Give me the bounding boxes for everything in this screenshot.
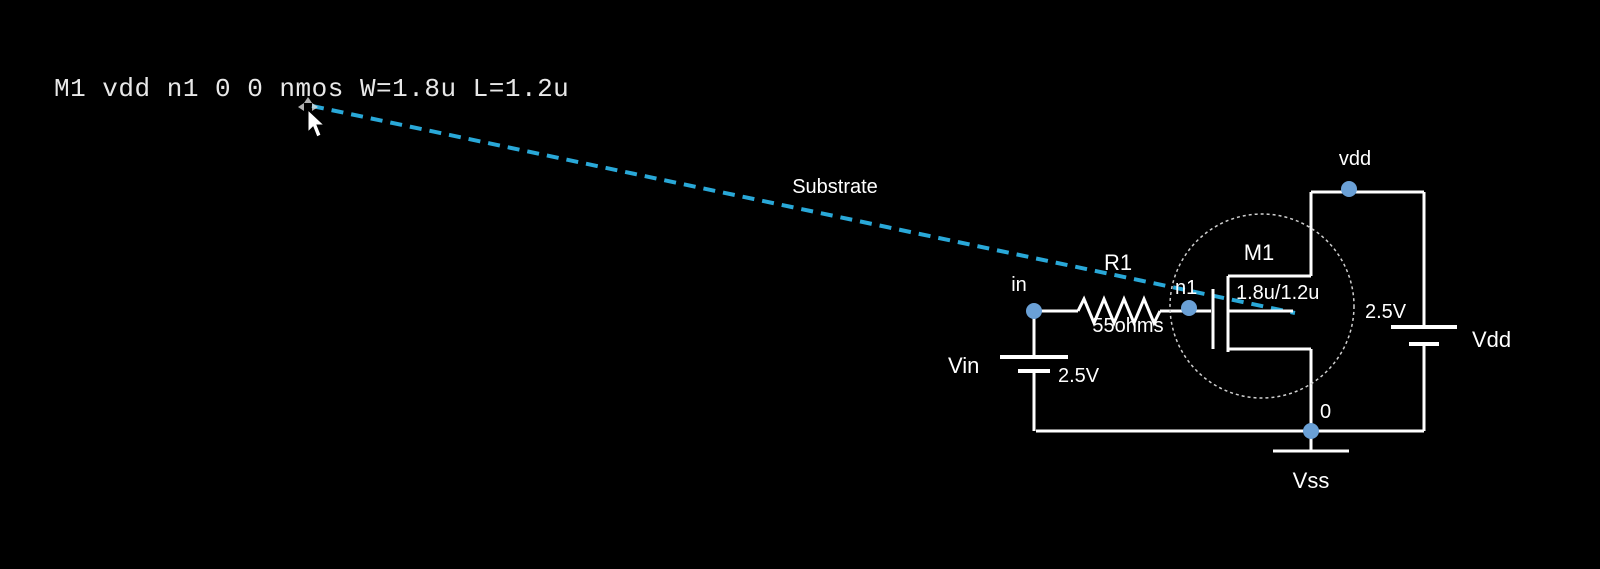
circuit-wires — [1032, 190, 1426, 451]
r1-name-label: R1 — [1104, 250, 1132, 275]
vdd-battery-symbol — [1391, 325, 1457, 346]
substrate-callout-line — [311, 104, 1296, 315]
vdd-node-label: vdd — [1339, 148, 1371, 170]
m1-outline-circle — [1169, 213, 1355, 399]
in-node-dot — [1026, 303, 1042, 319]
vdd-node-dot — [1341, 181, 1357, 197]
m1-name-label: M1 — [1244, 240, 1275, 265]
substrate-label: Substrate — [792, 176, 878, 198]
vss-name-label: Vss — [1293, 468, 1330, 493]
in-node-label: in — [1011, 274, 1027, 296]
netlist-line: M1 vdd n1 0 0 nmos W=1.8u L=1.2u — [54, 74, 570, 104]
ground-node-label: 0 — [1320, 401, 1331, 423]
vin-name-label: Vin — [948, 353, 979, 378]
vdd-source-value-label: 2.5V — [1365, 301, 1407, 323]
r1-value-label: 55ohms — [1092, 315, 1163, 337]
vin-battery-symbol — [1000, 355, 1068, 373]
m1-size-label: 1.8u/1.2u — [1236, 282, 1319, 304]
mouse-cursor-icon — [298, 97, 326, 138]
ground-node-dot — [1303, 423, 1319, 439]
n1-node-label: n1 — [1175, 277, 1197, 299]
n1-node-dot — [1181, 300, 1197, 316]
vdd-source-name-label: Vdd — [1472, 327, 1511, 352]
vin-value-label: 2.5V — [1058, 365, 1100, 387]
